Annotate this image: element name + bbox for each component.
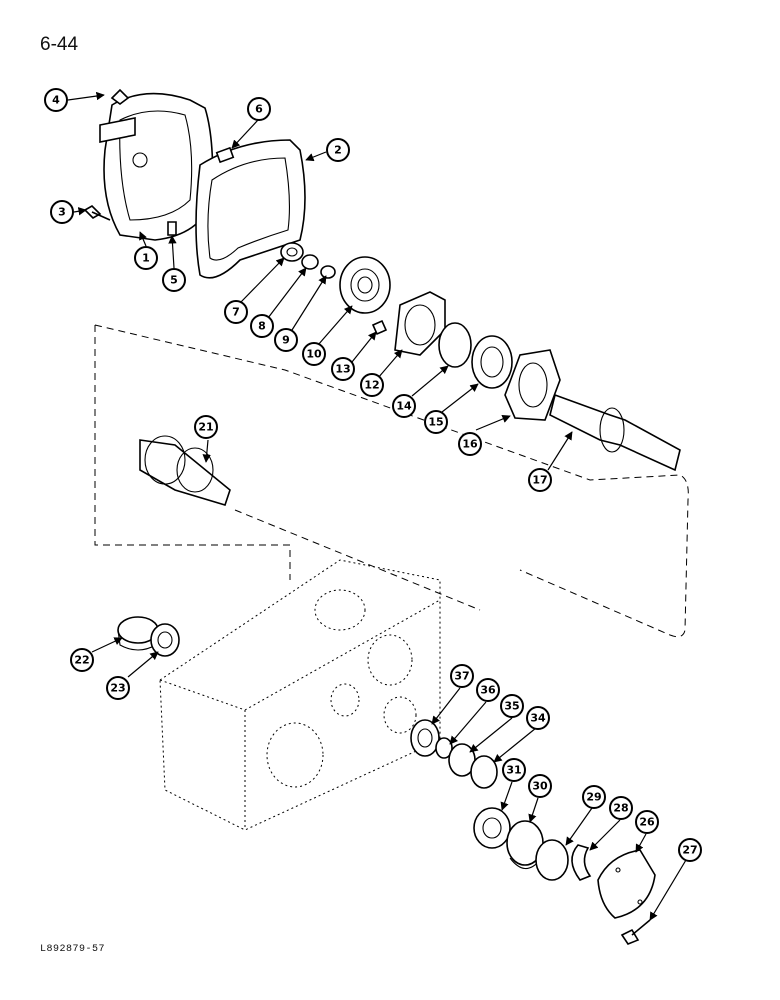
callout-23: 23 [106,676,130,700]
washer-part-8 [301,254,319,270]
svg-text:15: 15 [428,416,443,429]
callout-36: 36 [476,678,500,702]
callout-30: 30 [528,774,552,798]
cover-plate-part-26 [597,849,656,919]
svg-text:37: 37 [454,670,469,683]
callout-10: 10 [302,342,326,366]
callout-27: 27 [678,838,702,862]
bolt-part-13 [371,319,388,336]
svg-text:36: 36 [480,684,496,697]
bearing-part-15 [471,335,513,389]
svg-text:35: 35 [504,700,519,713]
svg-text:23: 23 [110,682,125,695]
callout-16: 16 [458,432,482,456]
callout-28: 28 [609,796,633,820]
svg-text:1: 1 [142,252,150,265]
gear-shaft-part-21 [139,435,231,506]
svg-text:8: 8 [258,320,266,333]
bearing-part-37 [410,719,440,757]
svg-text:27: 27 [682,844,697,857]
bearing-part-7 [280,242,304,262]
retainer-part-12 [394,291,446,356]
callout-5: 5 [162,268,186,292]
callout-8: 8 [250,314,274,338]
gear-part-10 [339,256,391,314]
svg-text:29: 29 [586,791,601,804]
leader-lines [67,91,687,921]
svg-text:31: 31 [506,764,521,777]
callout-37: 37 [450,664,474,688]
callout-17: 17 [528,468,552,492]
svg-text:16: 16 [462,438,478,451]
svg-text:3: 3 [58,206,66,219]
svg-text:30: 30 [532,780,548,793]
gasket [195,139,306,279]
svg-text:2: 2 [334,144,342,157]
svg-text:17: 17 [532,474,547,487]
svg-text:34: 34 [530,712,546,725]
svg-text:26: 26 [639,816,655,829]
svg-text:5: 5 [170,274,178,287]
ring-part-34 [470,755,498,789]
svg-text:14: 14 [396,400,412,413]
callout-7: 7 [224,300,248,324]
callout-1: 1 [134,246,158,270]
svg-text:28: 28 [613,802,628,815]
assembly-dashed-outline [94,324,689,638]
callout-14: 14 [392,394,416,418]
svg-text:21: 21 [198,421,213,434]
gasket-inner [207,157,290,261]
page-number: 6-44 [40,34,79,55]
callout-15: 15 [424,410,448,434]
cone-part-31 [473,807,511,849]
cover-part-16 [504,349,561,421]
svg-text:13: 13 [335,363,350,376]
shaft-part-17 [549,393,681,472]
snap-ring-part-28 [571,844,592,881]
callout-2: 2 [326,138,350,162]
figure-code: L892879-57 [40,944,106,955]
svg-text:10: 10 [306,348,322,361]
callout-13: 13 [331,357,355,381]
ring-part-29 [535,839,569,881]
callout-12: 12 [360,373,384,397]
callout-22: 22 [70,648,94,672]
svg-text:22: 22 [74,654,89,667]
callout-6: 6 [247,97,271,121]
callout-35: 35 [500,694,524,718]
callout-29: 29 [582,785,606,809]
ring-part-36 [435,737,453,759]
callout-9: 9 [274,328,298,352]
cone-part-23 [150,623,180,657]
callout-31: 31 [502,758,526,782]
cover-housing [99,88,214,241]
bolt-part-3 [83,205,111,221]
callout-34: 34 [526,706,550,730]
callout-21: 21 [194,415,218,439]
callout-3: 3 [50,200,74,224]
svg-text:6: 6 [255,103,263,116]
plug-part-6 [215,146,235,164]
ring-part-14 [438,322,472,368]
svg-text:9: 9 [282,334,290,347]
callout-26: 26 [635,810,659,834]
washer-part-9 [320,265,336,279]
svg-text:4: 4 [52,94,60,107]
gearbox-housing [159,559,441,831]
bolt-part-27 [620,919,651,945]
svg-text:12: 12 [364,379,379,392]
svg-text:7: 7 [232,306,240,319]
pin-part-5 [167,221,177,236]
callout-4: 4 [44,88,68,112]
